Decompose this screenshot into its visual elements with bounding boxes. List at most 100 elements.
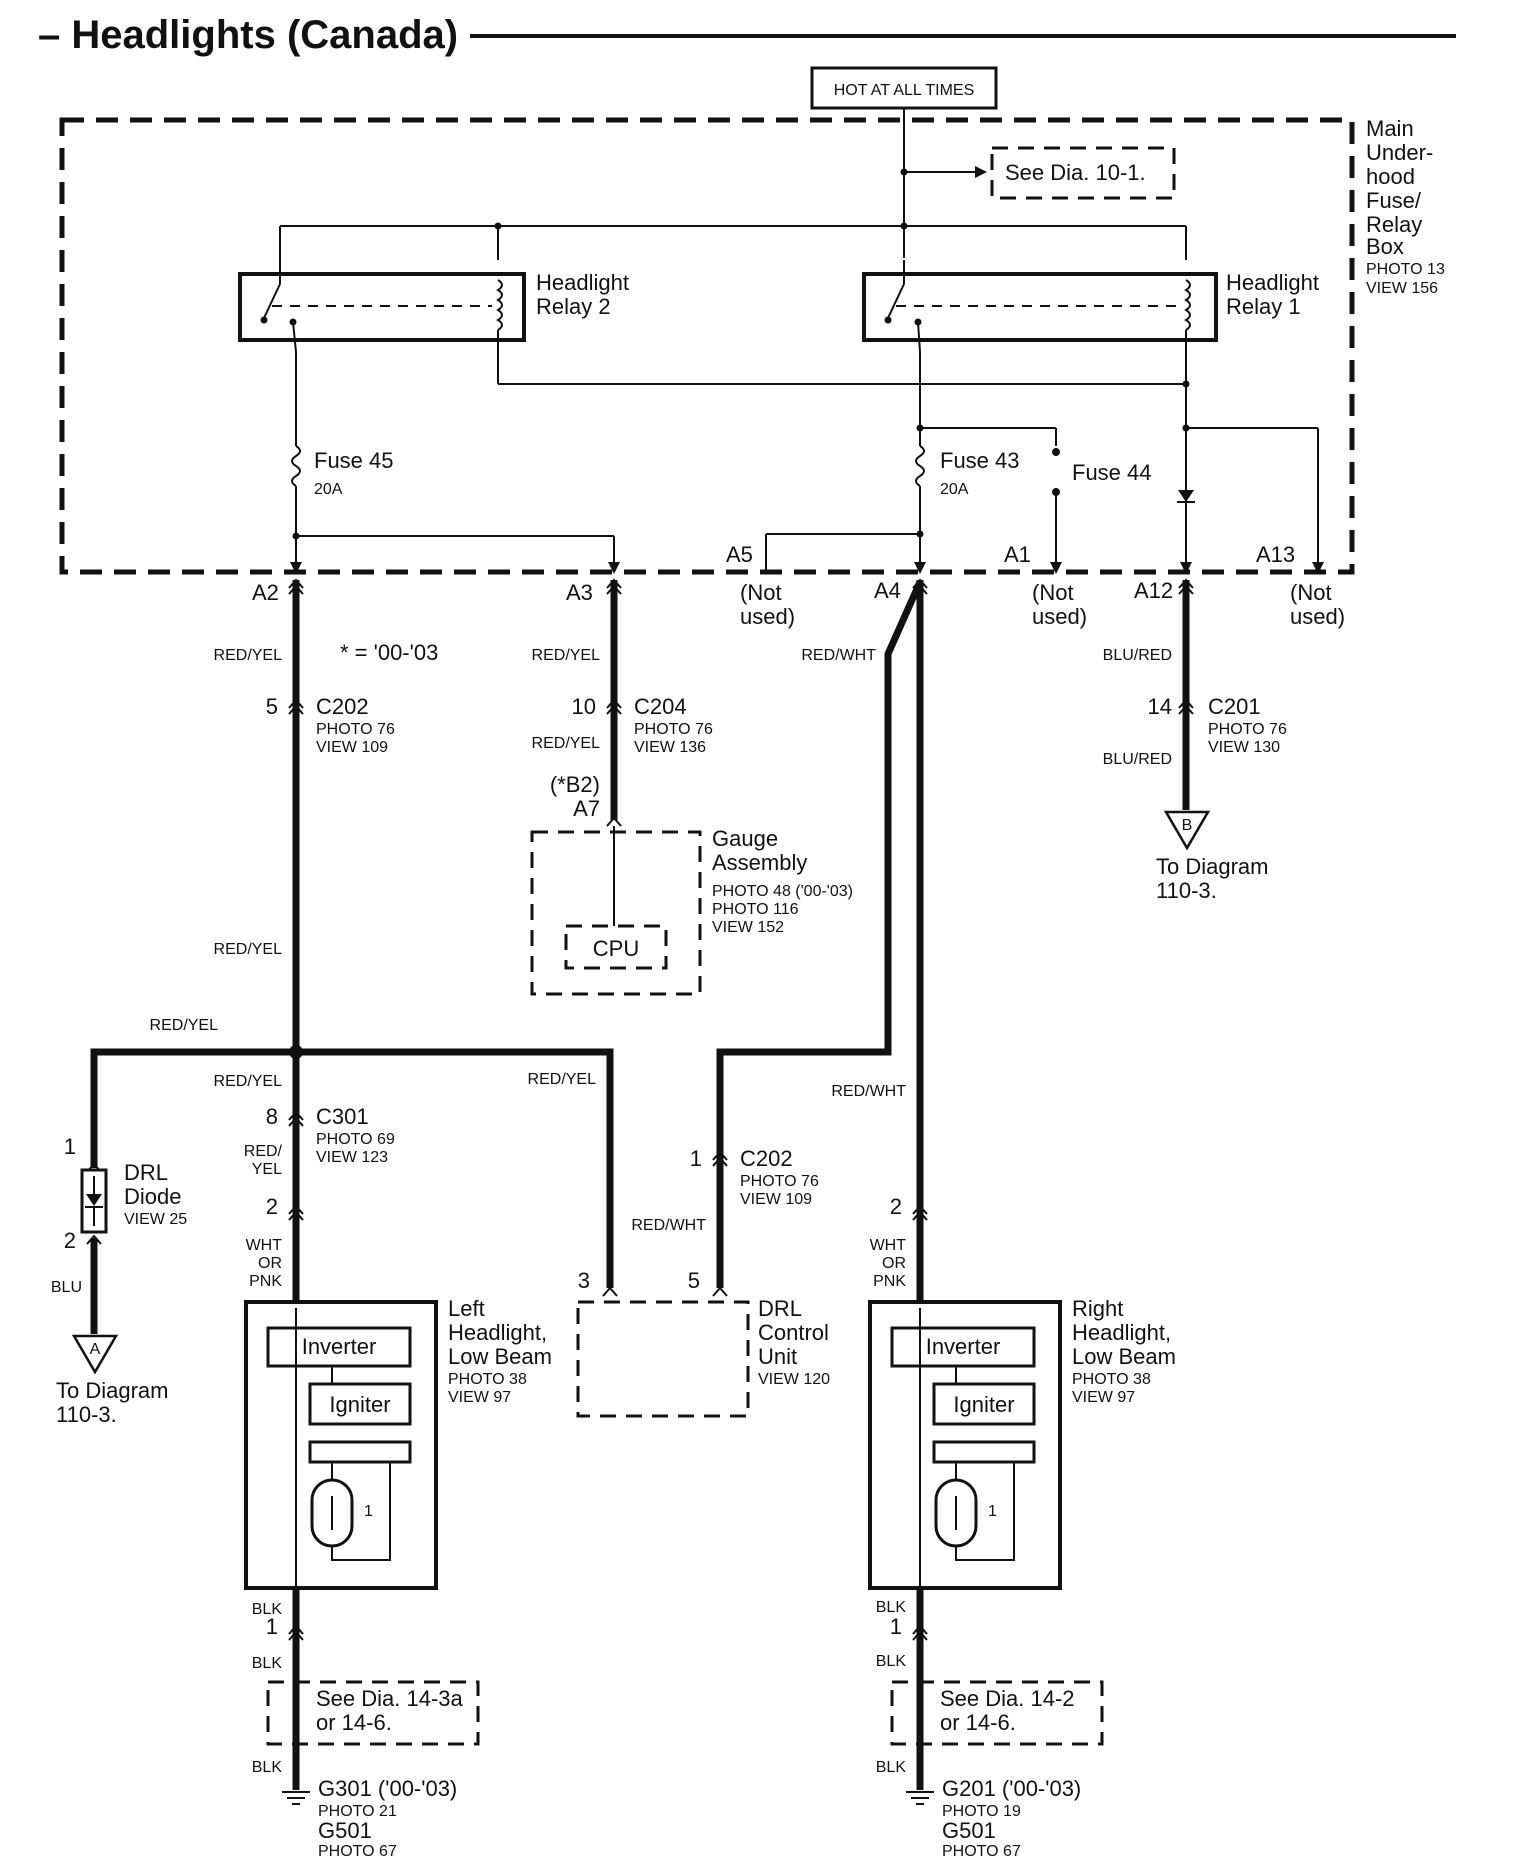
svg-text:VIEW 156: VIEW 156: [1366, 280, 1438, 297]
gauge-pin-alt: (*B2): [550, 772, 600, 797]
fuse-box-internal-wiring: [292, 352, 1319, 570]
svg-text:G201 ('00-'03): G201 ('00-'03): [942, 1776, 1081, 1801]
wire-label-right-blk-1: BLK: [876, 1599, 907, 1616]
svg-text:PHOTO 19: PHOTO 19: [942, 1803, 1021, 1820]
to-diagram-b-label: To Diagram 110-3.: [1156, 854, 1268, 903]
right-bulb-pin: 1: [988, 1503, 997, 1520]
wire-label-a12-blu-red-2: BLU/RED: [1103, 751, 1172, 768]
wire-label-red-wht-drl: RED/WHT: [631, 1217, 706, 1234]
svg-text:VIEW 152: VIEW 152: [712, 919, 784, 936]
svg-text:Box: Box: [1366, 234, 1404, 259]
svg-text:Headlight: Headlight: [1226, 270, 1319, 295]
svg-text:PHOTO 76: PHOTO 76: [740, 1173, 819, 1190]
connector-chevrons: [86, 578, 1194, 1641]
svg-text:PHOTO 76: PHOTO 76: [634, 721, 713, 738]
drl-diode-pin-2: 2: [64, 1228, 76, 1253]
fuse-44: [1052, 448, 1060, 496]
svg-text:PNK: PNK: [249, 1273, 282, 1290]
see-dia-10-1-box: [990, 146, 1176, 200]
connector-c204: 10 C204 PHOTO 76 VIEW 136: [572, 694, 713, 756]
svg-text:Left: Left: [448, 1296, 485, 1321]
terminal-a5: A5: [726, 542, 753, 567]
wire-label-red-wht-right: RED/WHT: [831, 1083, 906, 1100]
svg-text:DRL: DRL: [124, 1160, 168, 1185]
fuse-relay-box-outline: [59, 117, 1355, 575]
svg-text:Headlight,: Headlight,: [1072, 1320, 1171, 1345]
power-source-label: HOT AT ALL TIMES: [834, 82, 975, 99]
svg-text:8: 8: [266, 1104, 278, 1129]
svg-text:Headlight,: Headlight,: [448, 1320, 547, 1345]
a12-diode-icon: [1177, 490, 1195, 503]
svg-text:C301: C301: [316, 1104, 369, 1129]
svg-text:(Not: (Not: [1290, 580, 1332, 605]
right-headlight-pin-top: 2: [890, 1194, 902, 1219]
drl-diode-pin-1: 1: [64, 1134, 76, 1159]
wire-label-left-blk-2: BLK: [252, 1655, 283, 1672]
svg-text:or 14-6.: or 14-6.: [316, 1710, 392, 1735]
svg-text:PHOTO 76: PHOTO 76: [1208, 721, 1287, 738]
fuse-43-rating: 20A: [940, 481, 969, 498]
left-headlight-pin-top: 2: [266, 1194, 278, 1219]
svg-text:Main: Main: [1366, 116, 1414, 141]
left-bulb-pin: 1: [364, 1503, 373, 1520]
gauge-pin: A7: [573, 796, 600, 821]
svg-text:See Dia. 14-3a: See Dia. 14-3a: [316, 1686, 464, 1711]
svg-text:VIEW 136: VIEW 136: [634, 739, 706, 756]
svg-text:WHT: WHT: [246, 1237, 283, 1254]
svg-text:RED/: RED/: [244, 1143, 283, 1160]
svg-text:DRL: DRL: [758, 1296, 802, 1321]
right-inverter-label: Inverter: [926, 1334, 1001, 1359]
svg-text:1: 1: [690, 1146, 702, 1171]
svg-text:5: 5: [266, 694, 278, 719]
svg-text:VIEW 123: VIEW 123: [316, 1149, 388, 1166]
to-diagram-b-marker: B: [1163, 810, 1211, 851]
wire-label-a3-red-yel-2: RED/YEL: [532, 735, 601, 752]
right-ground-label: G201 ('00-'03) PHOTO 19 G501 PHOTO 67: [942, 1776, 1081, 1856]
svg-text:B: B: [1182, 817, 1193, 834]
svg-text:PNK: PNK: [873, 1273, 906, 1290]
headlight-relay-2: [238, 260, 526, 353]
svg-text:Relay 2: Relay 2: [536, 294, 611, 319]
see-dia-10-1-label: See Dia. 10-1.: [1005, 160, 1146, 185]
wire-label-right-blk-2: BLK: [876, 1653, 907, 1670]
terminal-a12: A12: [1134, 578, 1173, 603]
terminal-arrows: [290, 562, 1324, 574]
svg-text:PHOTO 13: PHOTO 13: [1366, 261, 1445, 278]
svg-text:VIEW 109: VIEW 109: [316, 739, 388, 756]
svg-text:Fuse/: Fuse/: [1366, 188, 1422, 213]
svg-text:110-3.: 110-3.: [1156, 878, 1217, 903]
left-see-dia-box: [266, 1680, 480, 1746]
left-headlight-pin-bottom: 1: [266, 1614, 278, 1639]
svg-text:(Not: (Not: [740, 580, 782, 605]
svg-text:PHOTO 48 ('00-'03): PHOTO 48 ('00-'03): [712, 883, 853, 900]
wire-label-red-yel-split: RED/ YEL: [244, 1143, 283, 1178]
svg-text:G301 ('00-'03): G301 ('00-'03): [318, 1776, 457, 1801]
right-ground-icon: [906, 1791, 934, 1805]
svg-text:C202: C202: [316, 694, 369, 719]
fuse-45-label: Fuse 45: [314, 448, 394, 473]
svg-text:10: 10: [572, 694, 596, 719]
wire-a4-red-wht: [716, 580, 924, 1288]
power-feed-wiring: [279, 108, 1187, 260]
svg-text:hood: hood: [1366, 164, 1415, 189]
wire-label-left-blk-3: BLK: [252, 1759, 283, 1776]
drl-diode: [80, 1168, 108, 1234]
left-inverter-label: Inverter: [302, 1334, 377, 1359]
wire-red-yel-splice: [90, 1045, 614, 1288]
terminal-a13: A13: [1256, 542, 1295, 567]
svg-text:used): used): [1290, 604, 1345, 629]
svg-text:Headlight: Headlight: [536, 270, 629, 295]
wire-label-red-yel-drl: RED/YEL: [528, 1071, 597, 1088]
svg-text:G501: G501: [318, 1818, 372, 1843]
svg-text:WHT: WHT: [870, 1237, 907, 1254]
svg-text:YEL: YEL: [252, 1161, 282, 1178]
a1-not-used: (Not used): [1032, 580, 1087, 629]
svg-text:Relay: Relay: [1366, 212, 1422, 237]
connector-c201: 14 C201 PHOTO 76 VIEW 130: [1148, 694, 1287, 756]
svg-text:Control: Control: [758, 1320, 829, 1345]
svg-text:PHOTO 38: PHOTO 38: [448, 1371, 527, 1388]
svg-text:Assembly: Assembly: [712, 850, 807, 875]
drl-unit-pin-5: 5: [688, 1268, 700, 1293]
left-headlight-label: Left Headlight, Low Beam PHOTO 38 VIEW 9…: [448, 1296, 552, 1406]
svg-text:Diode: Diode: [124, 1184, 181, 1209]
